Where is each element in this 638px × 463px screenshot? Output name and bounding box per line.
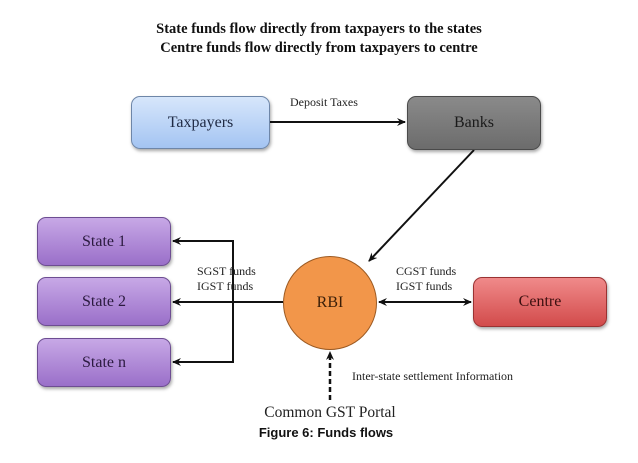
deposit-taxes-label: Deposit Taxes	[290, 95, 358, 109]
centre-node: Centre	[473, 277, 607, 327]
settlement-info-label: Inter-state settlement Information	[352, 369, 514, 383]
to-state1-arrow	[172, 237, 234, 302]
taxpayers-node: Taxpayers	[131, 96, 270, 149]
state-2-node: State 2	[37, 277, 171, 326]
banks-node: Banks	[407, 96, 541, 150]
state-1-node: State 1	[37, 217, 171, 266]
cgst-funds-label: CGST funds	[396, 264, 457, 278]
banks-to-rbi-arrow	[368, 149, 475, 262]
figure-caption: Figure 6: Funds flows	[258, 425, 394, 440]
title-line-2: Centre funds flow directly from taxpayer…	[160, 40, 478, 56]
rbi-node: RBI	[283, 256, 377, 350]
to-staten-arrow	[172, 302, 234, 366]
title-line-1: State funds flow directly from taxpayers…	[156, 21, 482, 37]
igst-funds-centre-label: IGST funds	[396, 279, 453, 293]
igst-funds-states-label: IGST funds	[197, 279, 254, 293]
state-n-node: State n	[37, 338, 171, 387]
common-gst-portal-label: Common GST Portal	[264, 404, 396, 421]
sgst-funds-label: SGST funds	[197, 264, 256, 278]
